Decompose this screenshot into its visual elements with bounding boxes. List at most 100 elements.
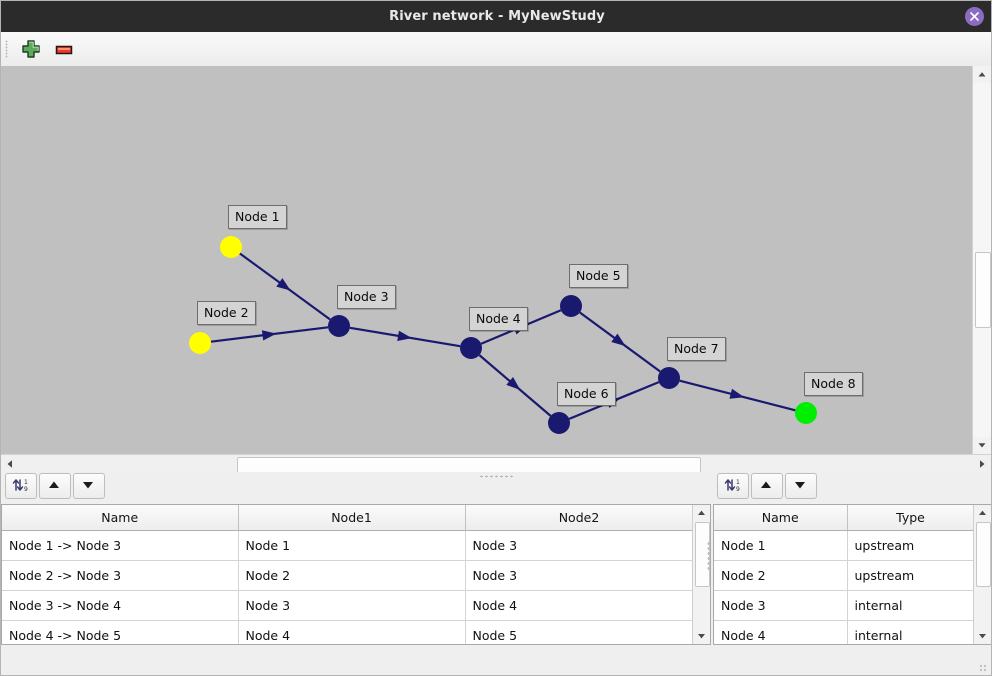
column-header-type[interactable]: Type: [847, 505, 975, 531]
scroll-right-icon[interactable]: [974, 455, 991, 473]
node-label-node4[interactable]: Node 4: [469, 307, 528, 331]
table-cell[interactable]: Node 4 -> Node 5: [2, 620, 239, 644]
table-cell[interactable]: Node 4: [238, 620, 466, 644]
move-down-button[interactable]: [73, 473, 105, 499]
move-up-button[interactable]: [751, 473, 783, 499]
graph-node-node6[interactable]: [548, 412, 570, 434]
table-cell[interactable]: Node 3: [714, 590, 848, 621]
main-toolbar: [1, 32, 991, 67]
delete-node-icon[interactable]: [53, 39, 75, 60]
node-label-node2[interactable]: Node 2: [197, 301, 256, 325]
nodes-scroll-up-icon[interactable]: [974, 505, 991, 521]
nodes-header-row: Name Type: [714, 505, 975, 531]
scroll-up-icon[interactable]: [973, 66, 991, 83]
vscroll-thumb[interactable]: [975, 252, 991, 328]
graph-node-node4[interactable]: [460, 337, 482, 359]
svg-text:9: 9: [24, 486, 28, 493]
table-cell[interactable]: internal: [847, 590, 975, 621]
table-cell[interactable]: internal: [847, 620, 975, 644]
table-cell[interactable]: Node 3 -> Node 4: [2, 590, 239, 621]
reaches-scroll-down-icon[interactable]: [693, 628, 710, 644]
graph-node-node1[interactable]: [220, 236, 242, 258]
table-cell[interactable]: Node 2: [238, 560, 466, 591]
column-header-node2[interactable]: Node2: [465, 505, 694, 531]
panel-splitter-vertical[interactable]: [705, 501, 712, 611]
graph-node-node5[interactable]: [560, 295, 582, 317]
graph-node-node2[interactable]: [189, 332, 211, 354]
table-cell[interactable]: Node 4: [465, 590, 694, 621]
reaches-scroll-up-icon[interactable]: [693, 505, 710, 521]
edge-arrow-icon: [729, 388, 745, 399]
scroll-down-icon[interactable]: [973, 437, 991, 454]
reaches-header-row: Name Node1 Node2: [2, 505, 694, 531]
edge-arrow-icon: [611, 333, 626, 347]
table-cell[interactable]: Node 1: [714, 530, 848, 561]
table-cell[interactable]: upstream: [847, 530, 975, 561]
edges-layer: [210, 252, 796, 420]
node-label-node3[interactable]: Node 3: [337, 285, 396, 309]
table-cell[interactable]: Node 1: [238, 530, 466, 561]
sort-order-icon[interactable]: 1 9: [5, 473, 37, 499]
sort-order-icon[interactable]: 1 9: [717, 473, 749, 499]
window-title-bar: River network - MyNewStudy: [1, 1, 991, 33]
scroll-left-icon[interactable]: [1, 455, 18, 473]
canvas-vertical-scrollbar[interactable]: [972, 66, 991, 454]
edge-arrow-icon: [261, 330, 277, 341]
table-cell[interactable]: upstream: [847, 560, 975, 591]
table-cell[interactable]: Node 3: [238, 590, 466, 621]
edge-arrow-icon: [506, 377, 521, 391]
table-cell[interactable]: Node 2 -> Node 3: [2, 560, 239, 591]
table-cell[interactable]: Node 3: [465, 560, 694, 591]
table-cell[interactable]: Node 5: [465, 620, 694, 644]
table-cell[interactable]: Node 1 -> Node 3: [2, 530, 239, 561]
svg-text:1: 1: [736, 479, 740, 486]
reaches-vertical-scrollbar[interactable]: [692, 505, 710, 644]
graph-node-node7[interactable]: [658, 367, 680, 389]
window-resize-grip[interactable]: [979, 664, 987, 672]
move-up-button[interactable]: [39, 473, 71, 499]
network-graph: [189, 236, 817, 434]
column-header-node1[interactable]: Node1: [238, 505, 466, 531]
nodes-vertical-scrollbar[interactable]: [973, 505, 991, 644]
table-cell[interactable]: Node 4: [714, 620, 848, 644]
river-network-canvas[interactable]: Node 1 Node 2 Node 3 Node 4 Node 5 Node 6 Node…: [1, 66, 991, 454]
splitter-grip-icon: [479, 475, 513, 478]
edge-arrow-icon: [397, 330, 412, 341]
column-header-name[interactable]: Name: [2, 505, 239, 531]
nodes-scroll-down-icon[interactable]: [974, 628, 991, 644]
graph-node-node8[interactable]: [795, 402, 817, 424]
graph-node-node3[interactable]: [328, 315, 350, 337]
add-node-icon[interactable]: [20, 39, 42, 60]
panel-splitter-horizontal[interactable]: [1, 472, 991, 480]
table-cell[interactable]: Node 3: [465, 530, 694, 561]
svg-text:1: 1: [24, 479, 28, 486]
toolbar-drag-handle[interactable]: [5, 40, 8, 58]
vsplitter-grip-icon: [707, 541, 710, 571]
close-icon[interactable]: [965, 7, 984, 26]
node-label-node5[interactable]: Node 5: [569, 264, 628, 288]
node-label-node8[interactable]: Node 8: [804, 372, 863, 396]
svg-text:9: 9: [736, 486, 740, 493]
node-label-node7[interactable]: Node 7: [667, 337, 726, 361]
canvas-horizontal-scrollbar[interactable]: [1, 454, 991, 474]
table-cell[interactable]: Node 2: [714, 560, 848, 591]
node-label-node6[interactable]: Node 6: [557, 382, 616, 406]
move-down-button[interactable]: [785, 473, 817, 499]
column-header-name[interactable]: Name: [714, 505, 848, 531]
hscroll-thumb[interactable]: [237, 457, 701, 473]
node-label-node1[interactable]: Node 1: [228, 205, 287, 229]
nodes-vscroll-thumb[interactable]: [976, 522, 991, 587]
